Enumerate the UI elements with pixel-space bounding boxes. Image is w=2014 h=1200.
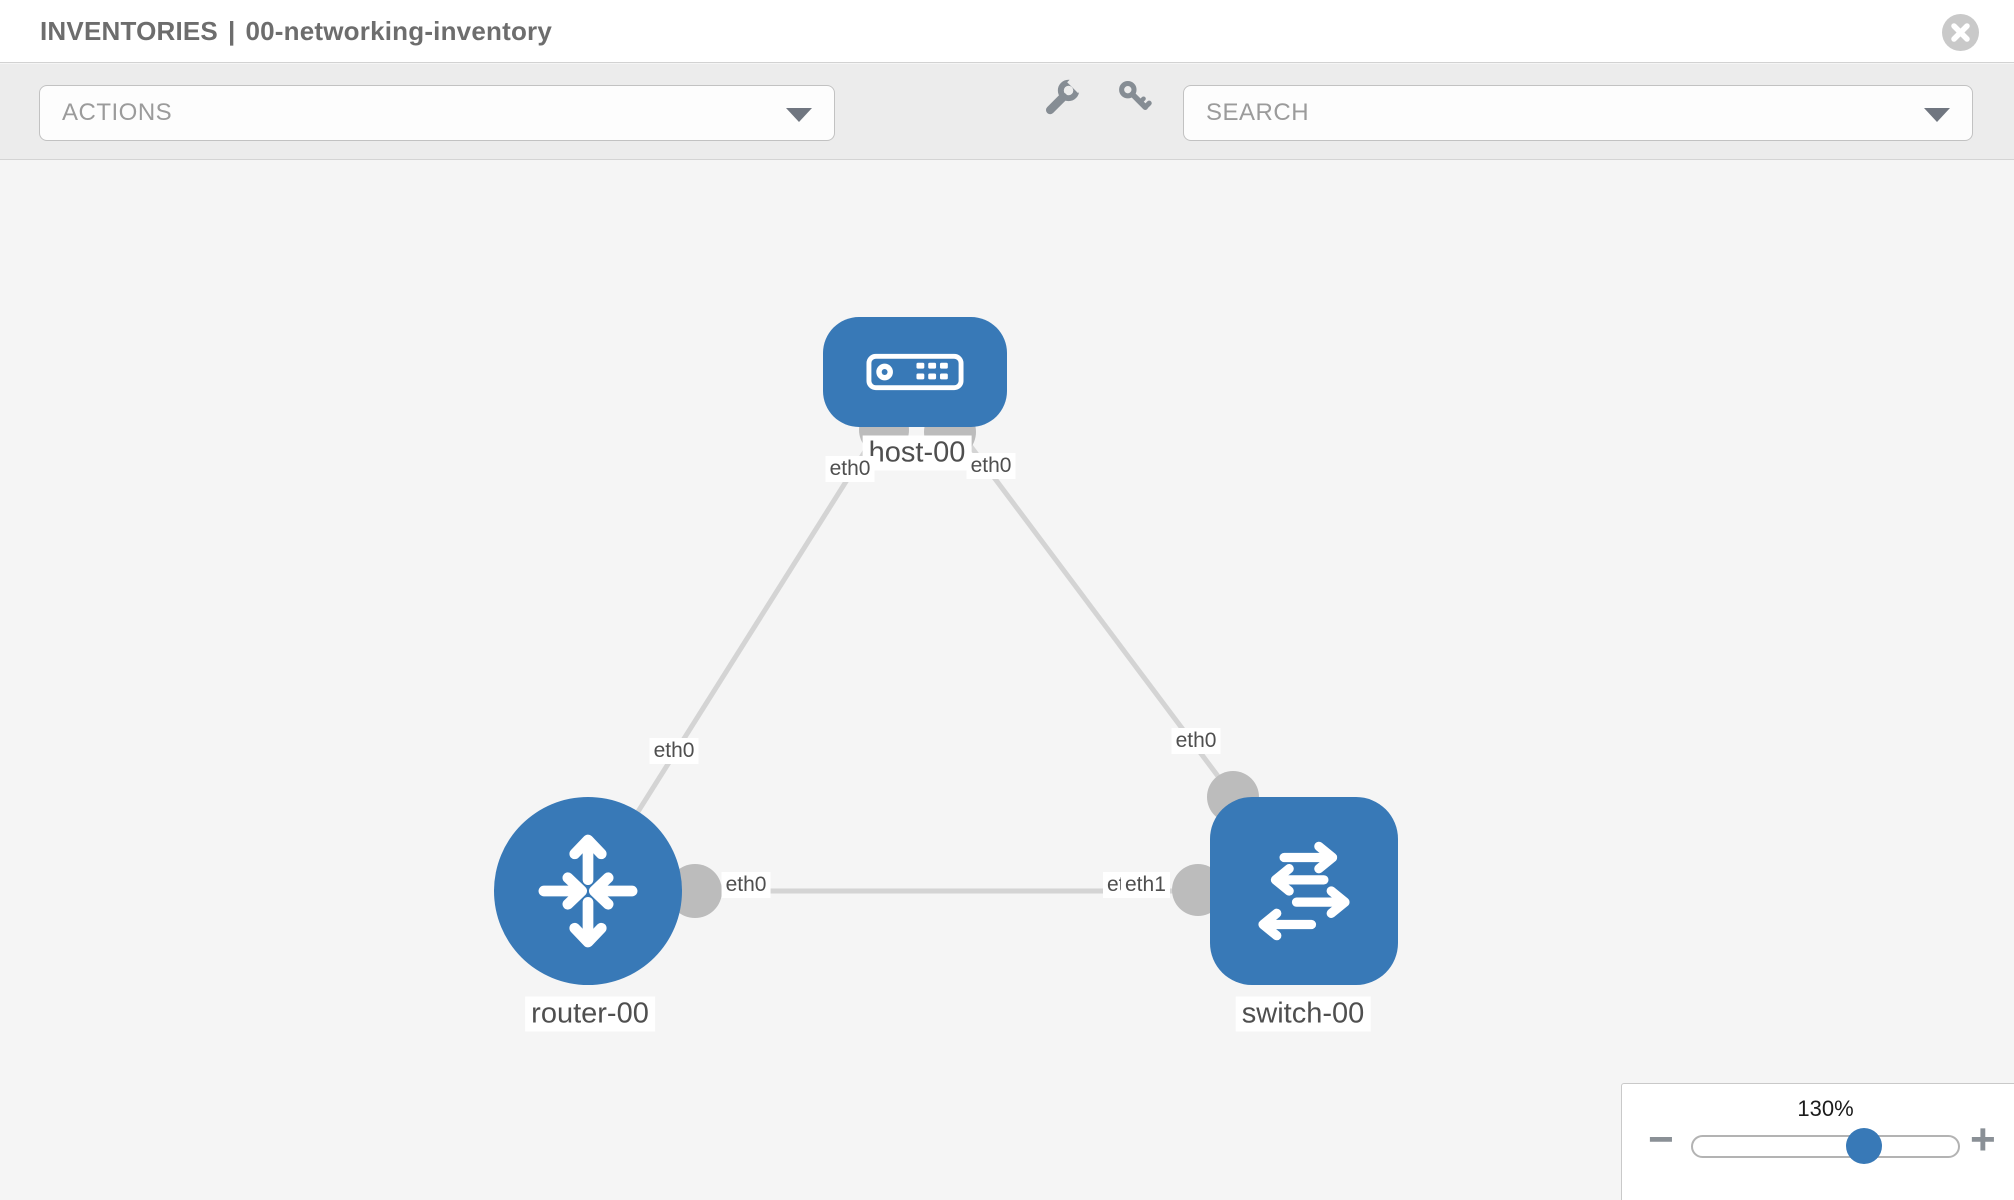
search-dropdown[interactable]: SEARCH (1183, 85, 1973, 141)
zoom-out-button[interactable]: − (1648, 1115, 1674, 1164)
zoom-control-panel: 130% − + (1621, 1083, 2014, 1200)
zoom-level-value: 130% (1797, 1096, 1854, 1121)
configure-button[interactable] (1042, 77, 1082, 117)
interface-label: eth1 (1121, 872, 1170, 898)
topology-canvas[interactable]: host-00 router-00 switch-00 eth0 eth0 et… (0, 161, 2014, 1200)
page-title: INVENTORIES | 00-networking-inventory (40, 0, 552, 63)
title-separator: | (227, 16, 236, 46)
header: INVENTORIES | 00-networking-inventory (0, 0, 2014, 63)
zoom-in-button[interactable]: + (1970, 1115, 1996, 1164)
search-dropdown-label: SEARCH (1206, 99, 1310, 126)
actions-dropdown[interactable]: ACTIONS (39, 85, 835, 141)
toolbar: ACTIONS SEARCH (0, 64, 2014, 160)
links-layer (585, 370, 1307, 918)
node-label-switch: switch-00 (1235, 996, 1371, 1032)
credentials-button[interactable] (1114, 77, 1154, 117)
node-switch-00[interactable] (1210, 797, 1398, 985)
zoom-slider-track[interactable] (1691, 1135, 1960, 1158)
chevron-down-icon (1924, 108, 1950, 122)
close-button[interactable] (1942, 14, 1979, 51)
key-icon (1119, 80, 1152, 110)
actions-dropdown-label: ACTIONS (62, 99, 173, 126)
chevron-down-icon (786, 108, 812, 122)
interface-label: eth0 (825, 456, 875, 482)
node-label-host: host-00 (862, 435, 972, 471)
zoom-slider-handle[interactable] (1846, 1128, 1882, 1164)
interface-dot (668, 864, 722, 918)
node-router-00[interactable] (494, 797, 682, 985)
interface-label: eth0 (721, 872, 771, 898)
router-icon (538, 834, 638, 948)
host-icon (866, 353, 964, 391)
interface-label: eth0 (1171, 728, 1221, 754)
title-section: INVENTORIES (40, 16, 218, 46)
node-label-router: router-00 (525, 996, 655, 1032)
node-host-00[interactable] (823, 317, 1007, 427)
switch-icon (1258, 841, 1350, 941)
title-inventory-name: 00-networking-inventory (245, 16, 553, 46)
wrench-icon (1045, 78, 1081, 115)
interface-label: eth0 (966, 453, 1016, 479)
interface-label: eth0 (649, 738, 699, 764)
close-icon (1951, 23, 1970, 42)
